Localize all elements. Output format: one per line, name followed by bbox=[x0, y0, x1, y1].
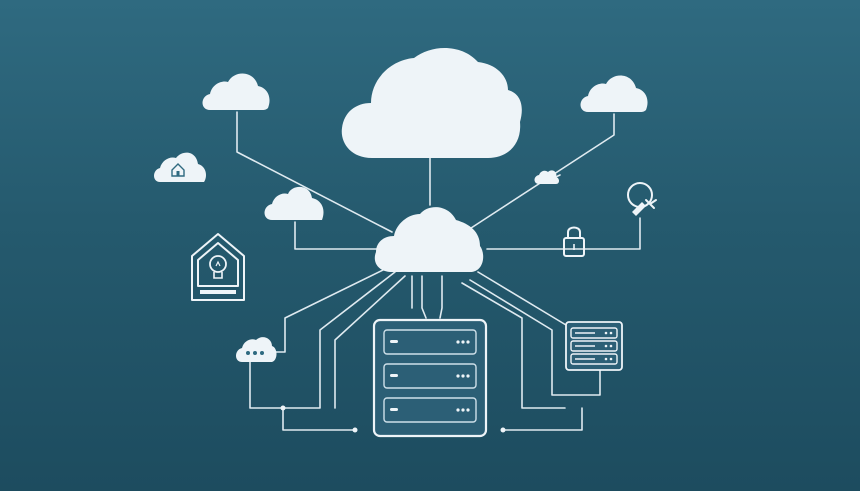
connector-lines bbox=[236, 111, 641, 433]
junction-dot bbox=[352, 427, 358, 433]
connector-hub-right-1 bbox=[477, 271, 567, 326]
connector-hub-server-2 bbox=[421, 275, 427, 319]
junction-dot bbox=[500, 427, 506, 433]
cloud-icon bbox=[264, 186, 324, 220]
server-icon bbox=[383, 329, 477, 423]
hub-cloud-icon bbox=[374, 207, 484, 272]
smart-bulb-device bbox=[191, 233, 245, 301]
connector-hub-right-2 bbox=[469, 279, 601, 396]
junction-dot bbox=[280, 405, 286, 411]
connector-bottom-right bbox=[502, 407, 583, 431]
connector-hub-left-route-2 bbox=[334, 275, 406, 409]
chat-cloud bbox=[236, 337, 277, 362]
cloud-icon bbox=[202, 73, 270, 110]
connector-hub-chat bbox=[261, 269, 384, 353]
connector-bottom-left bbox=[282, 407, 356, 431]
server-rack bbox=[372, 318, 488, 438]
connector-midleft-hub bbox=[294, 221, 381, 250]
chat-bubble-icon bbox=[246, 351, 264, 355]
connector-lock-hub bbox=[486, 217, 641, 250]
connector-hub-left-route bbox=[249, 271, 396, 409]
home-cloud bbox=[154, 152, 206, 182]
connector-hub-server-3 bbox=[439, 275, 443, 319]
connector-topright-hub bbox=[467, 113, 615, 231]
lock-icon bbox=[563, 226, 585, 257]
cloud-icon bbox=[534, 170, 559, 184]
server-slot bbox=[383, 329, 477, 355]
server-icon bbox=[570, 327, 618, 365]
small-server bbox=[565, 321, 623, 371]
main-cloud-icon bbox=[341, 47, 522, 158]
cloud-icon bbox=[580, 75, 648, 112]
connector-topleft-hub bbox=[236, 111, 393, 233]
home-icon bbox=[171, 163, 185, 177]
lightbulb-icon bbox=[209, 255, 227, 279]
server-slot bbox=[383, 363, 477, 389]
magnifier-icon bbox=[627, 182, 657, 216]
connector-hub-right-3 bbox=[461, 282, 566, 409]
server-slot bbox=[383, 397, 477, 423]
